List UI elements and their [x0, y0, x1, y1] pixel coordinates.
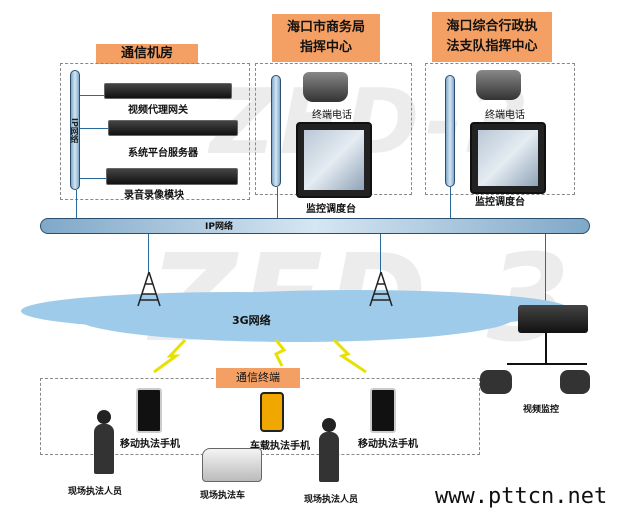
link	[545, 333, 547, 363]
vehicle-handset-icon	[260, 392, 284, 432]
cell-tower-icon	[369, 272, 393, 307]
link	[80, 178, 106, 179]
link	[380, 234, 381, 274]
mobile-phone-icon	[136, 388, 162, 433]
dispatch-console-label: 监控调度台	[475, 197, 525, 208]
title-line-1: 海口市商务局	[286, 20, 365, 35]
link	[545, 234, 546, 308]
officer-icon	[319, 432, 339, 482]
officer-label: 现场执法人员	[68, 487, 123, 497]
backbone-label: IP网络	[205, 222, 233, 232]
title-line-2: 法支队指挥中心	[446, 39, 538, 54]
link	[507, 363, 587, 365]
vehicle-icon	[202, 448, 262, 482]
camera-icon	[480, 370, 512, 394]
terminals-title: 通信终端	[216, 368, 300, 388]
surveillance-label: 视频监控	[523, 405, 560, 415]
comm-room-ip-pipe	[70, 70, 80, 190]
dispatch-console-icon	[296, 122, 372, 198]
platform-server-device	[108, 120, 238, 136]
comm-room-pipe-label: IP网络	[70, 118, 79, 143]
title-line-1: 海口综合行政执	[446, 19, 538, 34]
vehicle-label: 现场执法车	[200, 491, 246, 501]
commerce-bureau-title: 海口市商务局 指挥中心	[272, 14, 380, 62]
officer-icon	[97, 410, 111, 424]
video-gateway-label: 视频代理网关	[128, 105, 188, 116]
commerce-ip-pipe	[271, 75, 281, 187]
law-ip-pipe	[445, 75, 455, 187]
mobile-phone-label: 移动执法手机	[358, 439, 418, 450]
link	[80, 95, 104, 96]
terminal-phone-label: 终端电话	[485, 110, 525, 121]
lightning-icon	[273, 339, 287, 367]
link	[148, 234, 149, 274]
ip-backbone	[40, 218, 590, 234]
link	[80, 128, 108, 129]
title-line-2: 指挥中心	[299, 40, 352, 55]
comm-room-box	[60, 63, 250, 200]
video-phone-icon	[476, 70, 521, 100]
recording-module-label: 录音录像模块	[124, 190, 184, 201]
law-enforcement-title: 海口综合行政执 法支队指挥中心	[432, 12, 552, 62]
dispatch-console-icon	[470, 122, 546, 194]
cell-tower-icon	[137, 272, 161, 307]
video-gateway-device	[104, 83, 232, 99]
cloud-label: 3G网络	[232, 314, 271, 327]
link	[277, 187, 278, 220]
dispatch-console-label: 监控调度台	[306, 204, 356, 215]
camera-icon	[560, 370, 590, 394]
comm-room-title: 通信机房	[96, 44, 198, 64]
mobile-phone-icon	[370, 388, 396, 433]
video-phone-icon	[303, 72, 348, 102]
link	[76, 190, 77, 220]
lightning-icon	[153, 338, 187, 373]
platform-server-label: 系统平台服务器	[128, 148, 198, 159]
officer-icon	[322, 418, 336, 432]
dvr-encoder-icon	[518, 305, 588, 333]
law-enforcement-box	[425, 63, 575, 195]
terminal-phone-label: 终端电话	[312, 110, 352, 121]
lightning-icon	[332, 338, 367, 373]
officer-icon	[94, 424, 114, 474]
officer-label: 现场执法人员	[304, 495, 359, 505]
website-link[interactable]: www.pttcn.net	[435, 484, 608, 509]
mobile-phone-label: 移动执法手机	[120, 439, 180, 450]
recording-module-device	[106, 168, 238, 185]
vehicle-handset-label: 车载执法手机	[250, 441, 310, 452]
link	[450, 187, 451, 220]
